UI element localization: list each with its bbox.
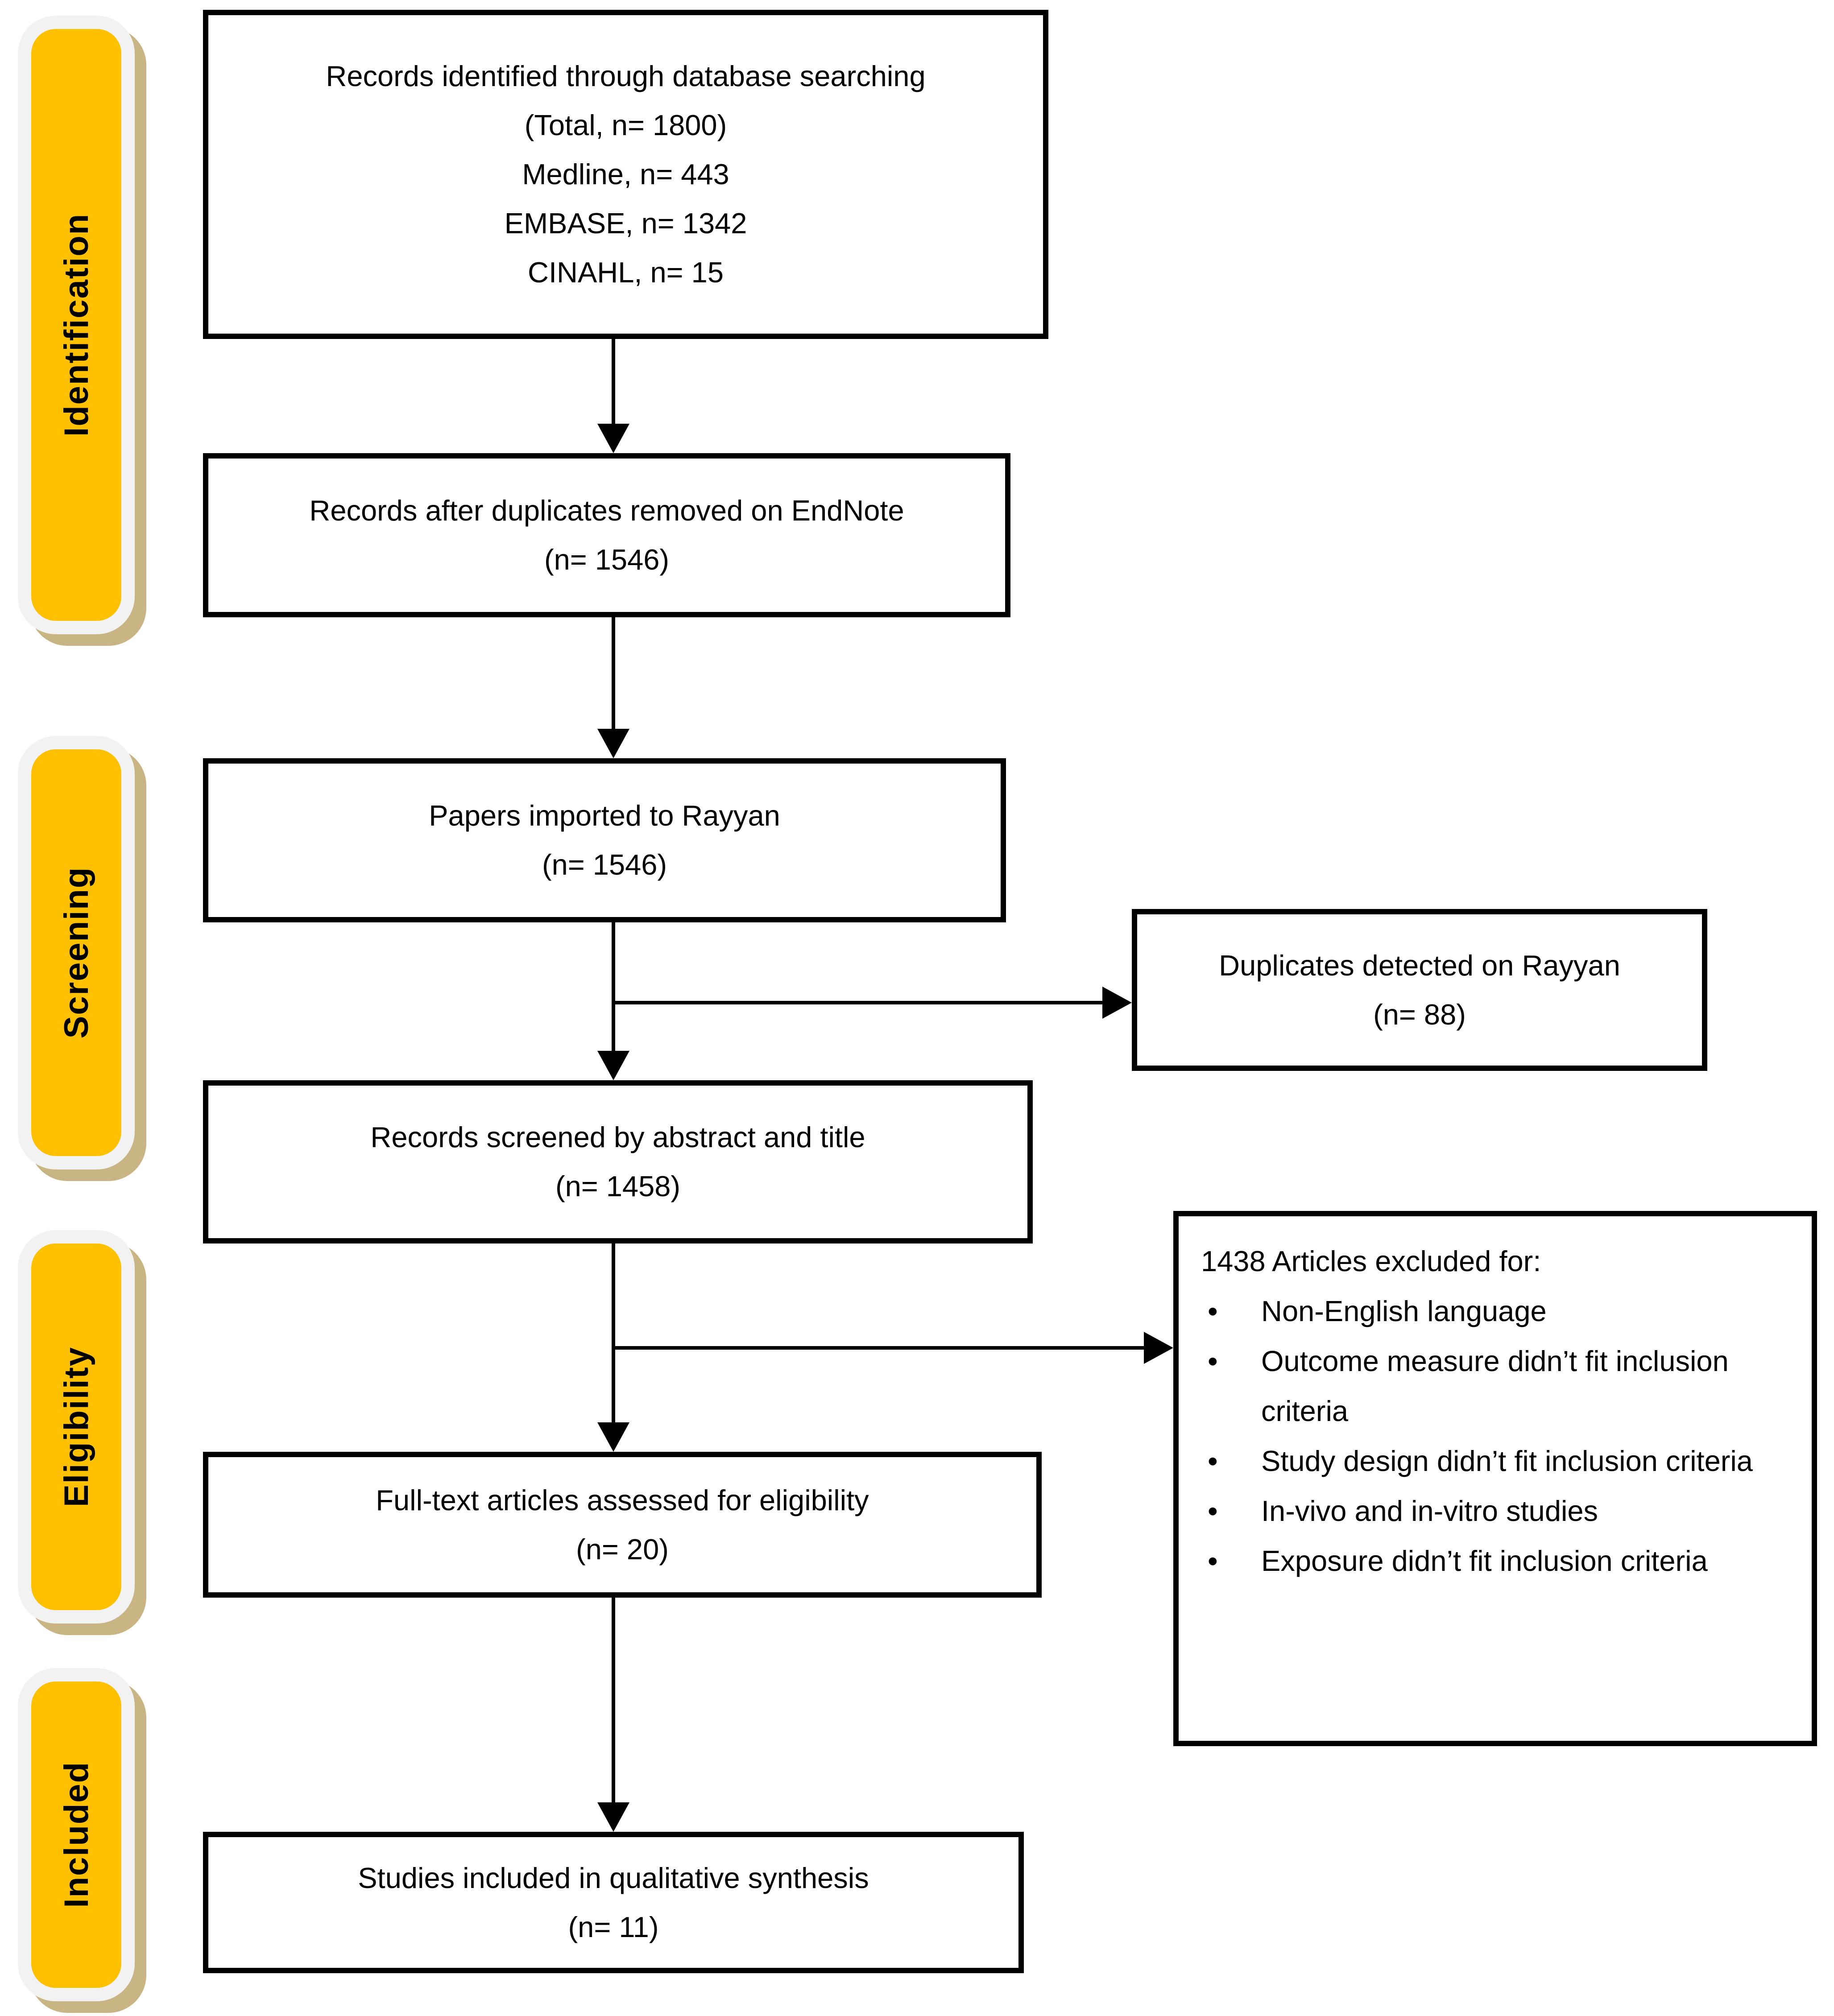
excluded-reason-item: • Non-English language xyxy=(1201,1286,1779,1336)
stage-label-plate: Screening xyxy=(31,749,121,1156)
bullet-icon: • xyxy=(1208,1495,1218,1527)
stage-label-text: Identification xyxy=(57,213,95,437)
box-articles-excluded: 1438 Articles excluded for: • Non-Englis… xyxy=(1173,1211,1817,1746)
box-text-line: (n= 88) xyxy=(1373,998,1466,1031)
stage-label-plate: Identification xyxy=(31,29,121,621)
excluded-reason-text: In-vivo and in-vitro studies xyxy=(1261,1495,1598,1527)
stage-label-screening: Screening xyxy=(18,736,135,1169)
arrow-line xyxy=(612,337,615,425)
excluded-reason-item: • Exposure didn’t fit inclusion criteria xyxy=(1201,1536,1779,1586)
stage-label-identification: Identification xyxy=(18,16,135,634)
arrow-line xyxy=(613,1346,1145,1350)
arrowhead-down-icon xyxy=(597,1051,629,1080)
excluded-reason-text: Exposure didn’t fit inclusion criteria xyxy=(1261,1545,1708,1577)
arrow-line xyxy=(613,1001,1103,1004)
box-fulltext-assessed: Full-text articles assessed for eligibil… xyxy=(203,1452,1042,1598)
arrowhead-down-icon xyxy=(597,729,629,758)
box-records-screened: Records screened by abstract and title (… xyxy=(203,1080,1033,1243)
box-text-line: (n= 20) xyxy=(576,1533,669,1566)
box-records-identified: Records identified through database sear… xyxy=(203,10,1048,339)
stage-label-text: Included xyxy=(57,1761,95,1908)
arrowhead-down-icon xyxy=(597,1802,629,1832)
arrow-line xyxy=(612,616,615,730)
stage-label-plate: Eligibility xyxy=(31,1243,121,1610)
bullet-icon: • xyxy=(1208,1445,1218,1477)
excluded-reason-item: • Outcome measure didn’t fit inclusion c… xyxy=(1201,1336,1779,1436)
box-text-line: Records identified through database sear… xyxy=(326,60,926,92)
arrowhead-down-icon xyxy=(597,424,629,453)
box-text-line: EMBASE, n= 1342 xyxy=(504,207,747,240)
excluded-reason-text: Study design didn’t fit inclusion criter… xyxy=(1261,1445,1753,1477)
bullet-icon: • xyxy=(1208,1545,1218,1577)
box-text-line: (n= 1546) xyxy=(544,543,670,576)
box-text-line: (n= 1546) xyxy=(542,848,667,881)
box-text-line: Records screened by abstract and title xyxy=(370,1121,865,1153)
stage-label-eligibility: Eligibility xyxy=(18,1230,135,1624)
box-text-line: Full-text articles assessed for eligibil… xyxy=(376,1483,869,1516)
box-after-duplicates-removed: Records after duplicates removed on EndN… xyxy=(203,453,1010,617)
box-text-line: (Total, n= 1800) xyxy=(524,109,727,141)
arrowhead-right-icon xyxy=(1144,1332,1173,1364)
arrowhead-right-icon xyxy=(1102,987,1132,1019)
box-imported-rayyan: Papers imported to Rayyan (n= 1546) xyxy=(203,758,1006,922)
box-text-line: Duplicates detected on Rayyan xyxy=(1219,949,1620,982)
stage-label-plate: Included xyxy=(31,1681,121,1988)
stage-label-text: Screening xyxy=(57,867,95,1039)
box-text-line: Papers imported to Rayyan xyxy=(429,799,780,832)
box-text-line: Medline, n= 443 xyxy=(522,158,729,190)
arrowhead-down-icon xyxy=(597,1422,629,1452)
excluded-header: 1438 Articles excluded for: xyxy=(1201,1245,1541,1277)
box-text-line: CINAHL, n= 15 xyxy=(528,256,724,289)
arrow-line xyxy=(612,1596,615,1803)
excluded-reason-text: Non-English language xyxy=(1261,1295,1547,1327)
excluded-reason-text: Outcome measure didn’t fit inclusion cri… xyxy=(1261,1345,1729,1427)
bullet-icon: • xyxy=(1208,1295,1218,1327)
box-text-line: (n= 11) xyxy=(568,1910,659,1943)
bullet-icon: • xyxy=(1208,1345,1218,1377)
stage-label-included: Included xyxy=(18,1668,135,2001)
excluded-reasons-list: • Non-English language • Outcome measure… xyxy=(1201,1286,1779,1586)
box-included-synthesis: Studies included in qualitative synthesi… xyxy=(203,1832,1024,1973)
box-text-line: (n= 1458) xyxy=(555,1170,681,1202)
box-duplicates-detected: Duplicates detected on Rayyan (n= 88) xyxy=(1132,909,1707,1071)
excluded-reason-item: • Study design didn’t fit inclusion crit… xyxy=(1201,1436,1779,1486)
arrow-line xyxy=(612,1242,615,1423)
excluded-reason-item: • In-vivo and in-vitro studies xyxy=(1201,1486,1779,1536)
box-text-line: Records after duplicates removed on EndN… xyxy=(309,494,904,527)
arrow-line xyxy=(612,921,615,1052)
stage-label-text: Eligibility xyxy=(57,1347,95,1507)
box-text-line: Studies included in qualitative synthesi… xyxy=(358,1861,869,1894)
